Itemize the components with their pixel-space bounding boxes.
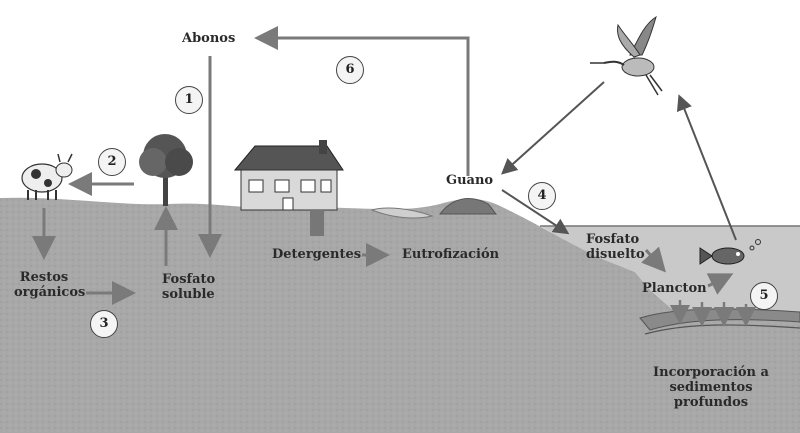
label-disuelto-line1: Fosfato	[586, 232, 640, 247]
arrow-guano-to-water	[501, 189, 570, 235]
label-incorporacion-line3: profundos	[673, 395, 749, 410]
step-3-marker: 3	[90, 310, 118, 338]
label-restos-organicos: Restos orgánicos	[14, 270, 86, 300]
label-guano: Guano	[446, 173, 494, 188]
label-fosfato-soluble: Fosfato soluble	[162, 272, 215, 302]
pond	[370, 207, 434, 219]
label-soluble-line2: soluble	[162, 287, 215, 302]
label-plancton: Plancton	[642, 281, 707, 296]
arrow-guano-to-abonos	[254, 26, 470, 176]
label-incorporacion: Incorporación a sedimentos profundos	[646, 365, 776, 410]
label-incorporacion-line1: Incorporación a	[653, 365, 769, 380]
step-5-marker: 5	[750, 282, 778, 310]
arrow-heron-to-guano	[501, 81, 605, 175]
step-4-marker: 4	[528, 182, 556, 210]
arrow-plancton-to-fish	[706, 273, 734, 295]
arrow-disuelto-to-plancton	[641, 246, 666, 273]
guano-mound	[438, 198, 498, 215]
label-restos-line2: orgánicos	[14, 285, 86, 300]
house-icon	[233, 140, 344, 211]
drain-pipe	[310, 210, 324, 236]
label-restos-line1: Restos	[19, 270, 69, 285]
label-eutrofizacion: Eutrofización	[402, 247, 500, 262]
cow-icon	[21, 153, 73, 200]
fish-icon	[699, 239, 761, 265]
step-6-marker: 6	[336, 56, 364, 84]
label-incorporacion-line2: sedimentos	[669, 380, 753, 395]
heron-icon	[590, 15, 663, 96]
step-2-marker: 2	[98, 148, 126, 176]
label-abonos: Abonos	[182, 31, 236, 46]
label-fosfato-disuelto: Fosfato disuelto	[586, 232, 645, 262]
step-1-marker: 1	[175, 86, 203, 114]
label-soluble-line1: Fosfato	[162, 272, 216, 287]
label-disuelto-line2: disuelto	[586, 247, 645, 262]
tree-icon	[139, 134, 193, 206]
label-detergentes: Detergentes	[272, 247, 362, 262]
arrow-fish-to-heron	[676, 94, 737, 241]
